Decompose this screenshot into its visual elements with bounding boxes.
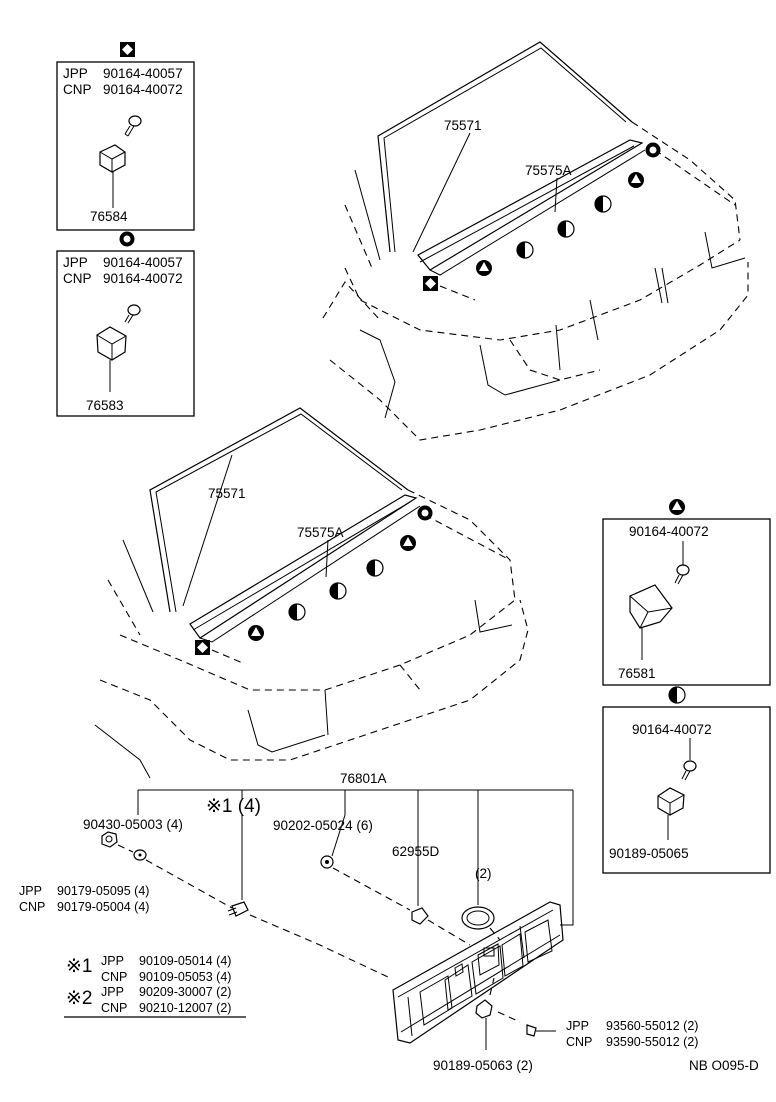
detail-box-target: JPP 90164-40057 CNP 90164-40072 76583: [56, 231, 195, 417]
clip-icon: [629, 584, 673, 660]
target-jpp-part: 90164-40057: [103, 255, 183, 270]
note1-jpp-part: 90109-05014 (4): [139, 954, 231, 968]
triangle-symbol-icon: [400, 535, 416, 551]
detail-box-half-circle: 90164-40072 90189-05065: [602, 686, 771, 874]
note1-cnp-label: CNP: [101, 970, 127, 984]
nut-jpp-label: JPP: [19, 884, 42, 898]
top-car-illustration: 75571 75575A: [322, 41, 749, 441]
note1-ref-mark: ※1 (4): [206, 796, 261, 817]
diamond-symbol-icon: [423, 276, 438, 291]
triangle-clip-part: 76581: [618, 666, 656, 681]
half-circle-symbol-icon: [668, 686, 686, 704]
triangle-symbol-icon: [248, 625, 264, 641]
nut-icon: [101, 831, 118, 848]
triangle-symbol-icon: [476, 260, 492, 276]
half-circle-symbol-icon: [557, 220, 575, 238]
washer-icon: [320, 855, 334, 869]
target-symbol-icon: [645, 142, 661, 158]
half-circle-symbol-icon: [594, 195, 612, 213]
half-circle-symbol-icon: [366, 559, 384, 577]
diamond-jpp-label: JPP: [63, 66, 88, 81]
diamond-cnp-label: CNP: [63, 82, 92, 97]
half-screw-part: 90164-40072: [632, 722, 712, 737]
note1-mark: ※1: [66, 956, 93, 977]
half-clip-part: 90189-05065: [609, 846, 689, 861]
clip-icon: [475, 999, 493, 1019]
diamond-symbol-icon: [195, 640, 210, 655]
half-circle-symbol-icon: [516, 241, 534, 259]
diamond-cnp-part: 90164-40072: [103, 82, 183, 97]
nut-cnp-label: CNP: [19, 900, 45, 914]
half-circle-symbol-icon: [288, 603, 306, 621]
bottom-clip-part: 90189-05063 (2): [433, 1058, 533, 1073]
mid-garnish-part: 75575A: [297, 525, 344, 540]
screw-icon: [681, 760, 697, 781]
triangle-symbol-icon: [628, 172, 644, 188]
diamond-clip-part: 76584: [90, 209, 128, 224]
grommet-icon: [461, 906, 495, 930]
notes-block: ※1 JPP 90109-05014 (4) CNP 90109-05053 (…: [64, 954, 246, 1018]
top-garnish-part: 75575A: [525, 163, 572, 178]
target-cnp-label: CNP: [63, 271, 92, 286]
bolt-icon: [227, 901, 249, 917]
target-symbol-icon: [417, 505, 433, 521]
note2-jpp-part: 90209-30007 (2): [139, 985, 231, 999]
cap-part: 62955D: [392, 844, 440, 859]
washer-part: 90202-05024 (6): [273, 818, 373, 833]
note1-cnp-part: 90109-05053 (4): [139, 970, 231, 984]
screw-icon: [674, 564, 690, 585]
lower-assembly: 76801A ※1 (4) 90430-05003 (4) 90202-0502…: [19, 771, 698, 1073]
screw-icon: [526, 1024, 556, 1037]
cap-icon: [411, 907, 429, 925]
screw-jpp-part: 93560-55012 (2): [606, 1019, 698, 1033]
clip-icon: [99, 144, 126, 208]
back-panel-garnish: [392, 901, 564, 1044]
target-cnp-part: 90164-40072: [103, 271, 183, 286]
screw-jpp-label: JPP: [566, 1019, 589, 1033]
nut-cnp-part: 90179-05004 (4): [57, 900, 149, 914]
diamond-symbol-icon-inner: [122, 44, 133, 55]
panel-part: 76801A: [340, 771, 387, 786]
diagram-code: NB O095-D: [689, 1058, 759, 1073]
screw-icon: [124, 304, 141, 324]
diamond-jpp-part: 90164-40057: [103, 66, 183, 81]
target-symbol-icon: [119, 231, 135, 247]
grommet-qty: (2): [475, 866, 492, 881]
note2-cnp-part: 90210-12007 (2): [139, 1001, 231, 1015]
clip-icon: [657, 787, 685, 840]
detail-box-triangle: 90164-40072 76581: [602, 499, 771, 686]
nut-part: 90430-05003 (4): [83, 817, 183, 832]
screw-icon: [124, 115, 142, 137]
note2-mark: ※2: [66, 988, 93, 1009]
target-jpp-label: JPP: [63, 255, 88, 270]
note2-cnp-label: CNP: [101, 1001, 127, 1015]
middle-car-illustration: 75571 75575A: [94, 407, 529, 779]
screw-cnp-label: CNP: [566, 1035, 592, 1049]
half-circle-symbol-icon: [329, 582, 347, 600]
clip-icon: [96, 326, 127, 392]
nut-jpp-part: 90179-05095 (4): [57, 884, 149, 898]
washer-icon: [133, 849, 147, 861]
note1-jpp-label: JPP: [101, 954, 124, 968]
screw-cnp-part: 93590-55012 (2): [606, 1035, 698, 1049]
note2-jpp-label: JPP: [101, 985, 124, 999]
target-clip-part: 76583: [86, 398, 124, 413]
triangle-screw-part: 90164-40072: [629, 524, 709, 539]
mid-molding-part: 75571: [208, 486, 246, 501]
detail-box-diamond: JPP 90164-40057 CNP 90164-40072 76584: [56, 42, 195, 231]
top-molding-part: 75571: [444, 118, 482, 133]
triangle-symbol-icon: [669, 499, 685, 515]
